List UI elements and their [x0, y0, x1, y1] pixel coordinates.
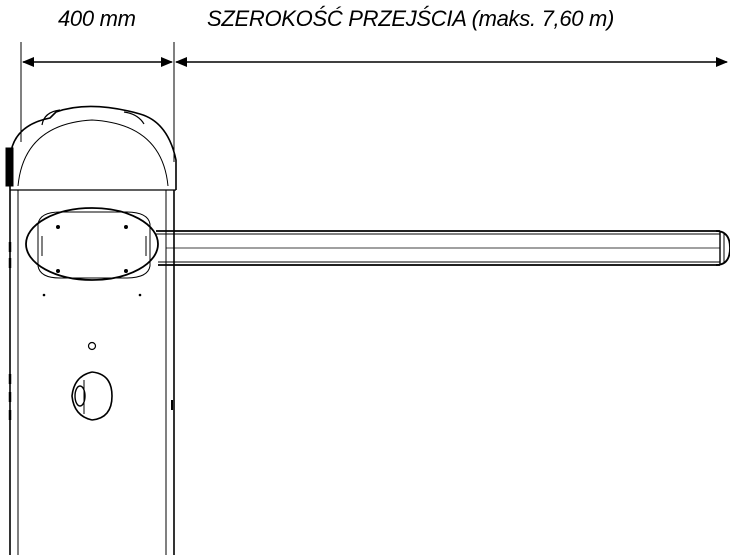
indicator-hole — [87, 341, 97, 351]
arm-mount-plate — [25, 207, 159, 281]
mount-screws — [56, 225, 128, 273]
key-lock — [71, 371, 113, 421]
barrier-cabinet — [5, 105, 177, 555]
boom-end-cap — [715, 230, 730, 266]
extension-lines — [20, 42, 175, 162]
barrier-width-label: 400 mm — [58, 6, 136, 31]
cabinet-top-cover — [9, 105, 177, 190]
boom-arm — [156, 230, 730, 266]
passage-width-label: SZEROKOŚĆ PRZEJŚCIA (maks. 7,60 m) — [207, 6, 615, 31]
